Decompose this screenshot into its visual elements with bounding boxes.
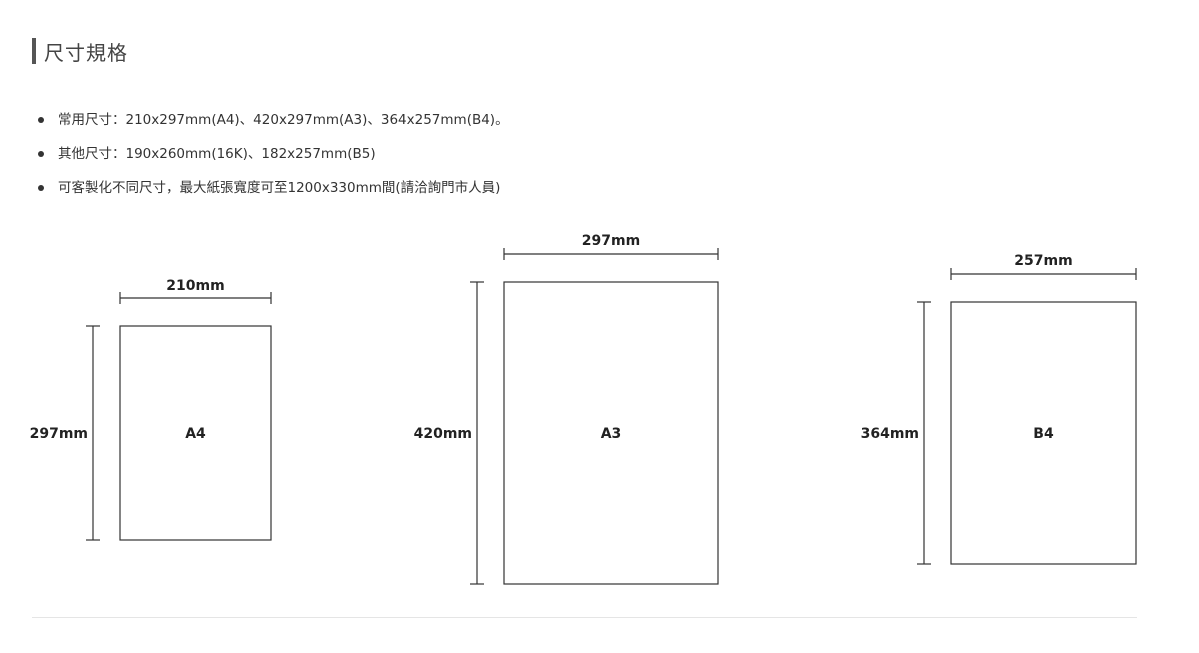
paper-b4-label: B4 <box>1033 426 1054 442</box>
a4-height-label: 297mm <box>30 426 88 442</box>
paper-a4-label: A4 <box>185 426 206 442</box>
a4-height-dimension-line <box>86 325 100 541</box>
spec-text-custom: 可客製化不同尺寸，最大紙張寬度可至1200x330mm間(請洽詢門市人員) <box>58 180 501 196</box>
section-title: 尺寸規格 <box>44 40 128 65</box>
a4-width-label: 210mm <box>166 278 224 294</box>
spec-text-other: 其他尺寸：190x260mm(16K)、182x257mm(B5) <box>58 146 376 162</box>
bullet-icon <box>38 151 44 157</box>
b4-width-label: 257mm <box>1014 253 1072 269</box>
paper-a3-label: A3 <box>601 426 622 442</box>
a3-width-label: 297mm <box>582 233 640 249</box>
list-item: 常用尺寸：210x297mm(A4)、420x297mm(A3)、364x257… <box>38 108 509 142</box>
bullet-icon <box>38 185 44 191</box>
list-item: 其他尺寸：190x260mm(16K)、182x257mm(B5) <box>38 142 509 176</box>
section-divider <box>32 617 1137 618</box>
spec-list: 常用尺寸：210x297mm(A4)、420x297mm(A3)、364x257… <box>38 108 509 210</box>
a3-width-dimension-line <box>503 248 719 260</box>
section-heading: 尺寸規格 <box>32 38 128 65</box>
b4-width-dimension-line <box>950 268 1137 280</box>
paper-a4-rect <box>119 325 272 541</box>
b4-height-dimension-line <box>917 301 931 565</box>
list-item: 可客製化不同尺寸，最大紙張寬度可至1200x330mm間(請洽詢門市人員) <box>38 176 509 210</box>
bullet-icon <box>38 117 44 123</box>
a3-height-label: 420mm <box>414 426 472 442</box>
b4-height-label: 364mm <box>861 426 919 442</box>
heading-accent-bar <box>32 38 36 64</box>
spec-text-common: 常用尺寸：210x297mm(A4)、420x297mm(A3)、364x257… <box>58 112 509 128</box>
a4-width-dimension-line <box>119 292 272 304</box>
paper-a3-rect <box>503 281 719 585</box>
a3-height-dimension-line <box>470 281 484 585</box>
paper-a3-group: A3 297mm 420mm <box>414 233 719 585</box>
paper-a4-group: A4 210mm 297mm <box>30 278 272 541</box>
paper-b4-group: B4 257mm 364mm <box>861 253 1137 565</box>
paper-b4-rect <box>950 301 1137 565</box>
